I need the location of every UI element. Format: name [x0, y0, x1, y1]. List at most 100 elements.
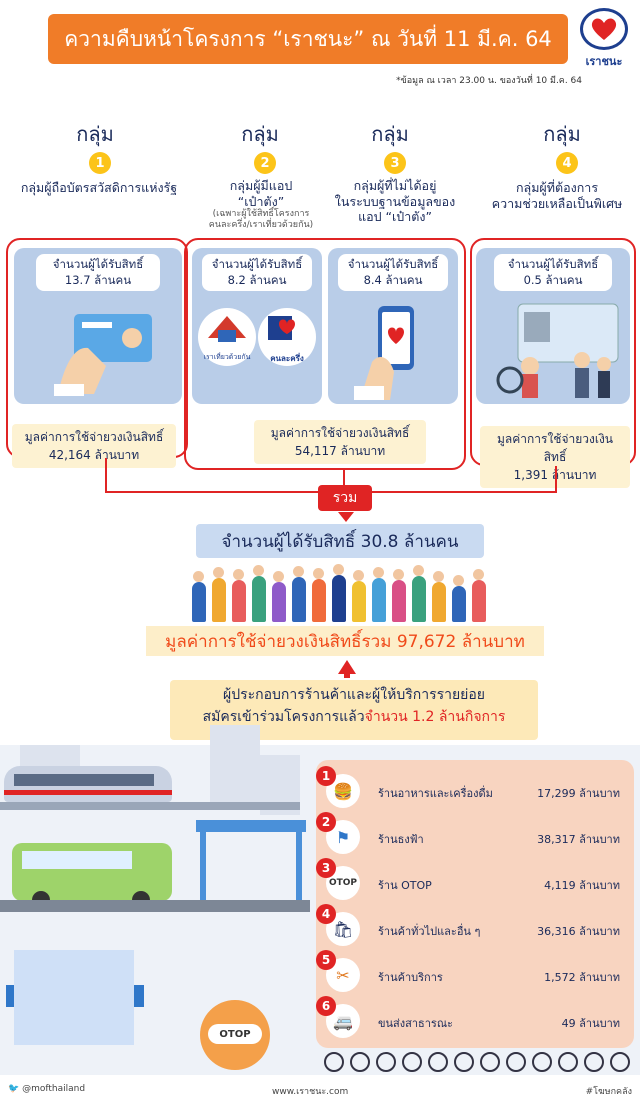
shop-category-label: ร้านค้าทั่วไปและอื่น ๆ: [378, 925, 481, 938]
travel-together-badge: เราเที่ยวด้วยกัน: [198, 308, 256, 366]
row-number-badge: 5: [316, 950, 336, 970]
twitter-icon: 🐦: [8, 1084, 20, 1094]
group-3-title: กลุ่มผู้ที่ไม่ได้อยู่ ในระบบฐานข้อมูลของ…: [322, 178, 468, 225]
group-word: กลุ่ม: [76, 122, 114, 146]
agency-seal-icon: [480, 1052, 500, 1072]
group-4-card: จำนวนผู้ได้รับสิทธิ์0.5 ล้านคน: [476, 248, 630, 404]
group-3-header: กลุ่ม 3: [350, 118, 440, 174]
footer: 🐦 @mofthailand www.เราชนะ.com #โฆษกคลัง: [0, 1078, 640, 1100]
connector-line: [555, 466, 557, 492]
shop-row: 🛍 4 ร้านค้าทั่วไปและอื่น ๆ 36,316 ล้านบา…: [316, 904, 634, 948]
group-2-3-frame: [184, 238, 466, 470]
shop-category-label: ร้าน OTOP: [378, 879, 432, 892]
group-3-card: จำนวนผู้ได้รับสิทธิ์8.4 ล้านคน: [328, 248, 458, 404]
shop-category-label: ร้านธงฟ้า: [378, 833, 424, 846]
group-1-card: จำนวนผู้ได้รับสิทธิ์13.7 ล้านคน: [14, 248, 182, 404]
sum-badge: รวม: [318, 485, 372, 511]
puzzle-heart-icon: [268, 316, 295, 340]
id-card-elderly-icon: [496, 303, 619, 398]
group-2-title: กลุ่มผู้มีแอป “เป๋าตัง” (เฉพาะผู้ใช้สิทธ…: [196, 178, 326, 231]
page-title: ความคืบหน้าโครงการ “เราชนะ” ณ วันที่ 11 …: [48, 14, 568, 64]
agency-seal-icon: [324, 1052, 344, 1072]
crowd-illustration: [186, 560, 498, 622]
agency-seal-icon: [454, 1052, 474, 1072]
beneficiary-count: จำนวนผู้ได้รับสิทธิ์0.5 ล้านคน: [494, 254, 612, 292]
group-2-3-spending: มูลค่าการใช้จ่ายวงเงินสิทธิ์54,117 ล้านบ…: [254, 420, 426, 464]
agency-seal-icon: [584, 1052, 604, 1072]
agency-seal-icon: [350, 1052, 370, 1072]
shopping-bag-icon: 🛍: [326, 912, 360, 946]
agency-seal-icon: [610, 1052, 630, 1072]
rail-track: [0, 802, 300, 810]
website-link[interactable]: www.เราชนะ.com: [272, 1087, 349, 1097]
group-title-line: “เป๋าตัง”: [237, 193, 285, 209]
otop-sign: OTOP: [208, 1024, 262, 1044]
shop-category-label: ร้านค้าบริการ: [378, 971, 443, 984]
group-word: กลุ่ม: [543, 122, 581, 146]
group-1-header: กลุ่ม 1: [55, 118, 145, 174]
shop-row: OTOP 3 ร้าน OTOP 4,119 ล้านบาท: [316, 858, 634, 902]
agency-seal-icon: [506, 1052, 526, 1072]
group-title-line: แอป “เป๋าตัง”: [358, 209, 432, 225]
beneficiary-count: จำนวนผู้ได้รับสิทธิ์13.7 ล้านคน: [36, 254, 160, 292]
group-word: กลุ่ม: [241, 122, 279, 146]
connector-line: [105, 458, 107, 492]
row-number-badge: 3: [316, 858, 336, 878]
agency-seal-icon: [376, 1052, 396, 1072]
burger-icon: 🍔: [326, 774, 360, 808]
group-title-line: ความช่วยเหลือเป็นพิเศษ: [491, 195, 623, 211]
group-2-header: กลุ่ม 2: [220, 118, 310, 174]
arrow-stem: [344, 672, 350, 678]
group-title-line: กลุ่มผู้ที่ไม่ได้อยู่: [353, 178, 437, 193]
agency-seal-icon: [428, 1052, 448, 1072]
half-half-badge: คนละครึ่ง: [258, 308, 316, 366]
row-number-badge: 6: [316, 996, 336, 1016]
shop-row: 🚐 6 ขนส่งสาธารณะ 49 ล้านบาท: [316, 996, 634, 1040]
shop-category-value: 38,317 ล้านบาท: [537, 833, 620, 846]
road: [0, 900, 310, 912]
group-number-badge: 2: [254, 152, 276, 174]
hashtag: #โฆษกคลัง: [585, 1087, 632, 1097]
shop-category-value: 4,119 ล้านบาท: [544, 879, 620, 892]
beneficiary-count: จำนวนผู้ได้รับสิทธิ์8.2 ล้านคน: [202, 254, 312, 292]
row-number-badge: 4: [316, 904, 336, 924]
group-4-title: กลุ่มผู้ที่ต้องการ ความช่วยเหลือเป็นพิเศ…: [474, 180, 640, 211]
group-title-line: กลุ่มผู้มีแอป: [229, 178, 293, 193]
connector-line: [343, 470, 345, 492]
bus-stop-roof: [196, 820, 306, 832]
row-number-badge: 1: [316, 766, 336, 786]
logo-text: เราชนะ: [585, 55, 623, 68]
group-2-card: จำนวนผู้ได้รับสิทธิ์8.2 ล้านคน เราเที่ยว…: [192, 248, 322, 404]
bus-stop-pole: [200, 832, 206, 900]
welfare-card-hand-icon: [54, 314, 152, 396]
agency-seal-icon: [402, 1052, 422, 1072]
bus-stop-pole: [296, 832, 302, 900]
group-title-line: กลุ่มผู้ที่ต้องการ: [515, 180, 599, 195]
group-title-line: ในระบบฐานข้อมูลของ: [334, 193, 456, 209]
group-sub-note: คนละครึ่ง/เราเที่ยวด้วยกัน): [208, 220, 314, 231]
shop-category-value: 36,316 ล้านบาท: [537, 925, 620, 938]
shop-row: 🍔 1 ร้านอาหารและเครื่องดื่ม 17,299 ล้านบ…: [316, 766, 634, 810]
travel-house-icon: [208, 316, 246, 342]
group-number-badge: 3: [384, 152, 406, 174]
smartphone-hand-icon: [354, 306, 414, 400]
agency-seals: [324, 1052, 636, 1076]
data-timestamp-note: *ข้อมูล ณ เวลา 23.00 น. ของวันที่ 10 มี.…: [396, 76, 582, 86]
shop-category-value: 17,299 ล้านบาท: [537, 787, 620, 800]
group-number-badge: 1: [89, 152, 111, 174]
twitter-handle[interactable]: 🐦 @mofthailand: [8, 1084, 86, 1094]
group-1-spending: มูลค่าการใช้จ่ายวงเงินสิทธิ์42,164 ล้านบ…: [12, 424, 176, 468]
bus-illustration: [12, 843, 172, 909]
skytrain-illustration: [4, 766, 172, 802]
scissors-icon: ✂: [326, 958, 360, 992]
agency-seal-icon: [532, 1052, 552, 1072]
arrow-up-icon: [338, 660, 356, 674]
beneficiary-count: จำนวนผู้ได้รับสิทธิ์8.4 ล้านคน: [338, 254, 448, 292]
shop-category-label: ร้านอาหารและเครื่องดื่ม: [378, 787, 493, 800]
blue-flag-shop: [14, 950, 134, 1045]
group-word: กลุ่ม: [371, 122, 409, 146]
shop-category-label: ขนส่งสาธารณะ: [378, 1017, 453, 1030]
heart-logo-icon: [580, 8, 628, 50]
shop-category-panel: 🍔 1 ร้านอาหารและเครื่องดื่ม 17,299 ล้านบ…: [316, 760, 634, 1048]
shop-category-value: 49 ล้านบาท: [561, 1017, 620, 1030]
